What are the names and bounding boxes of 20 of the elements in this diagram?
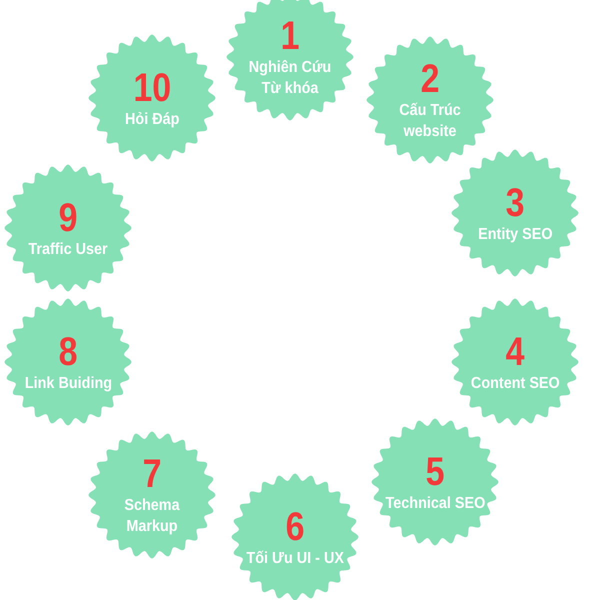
step-label: Hỏi Đáp (124, 110, 180, 130)
step-label: Link Buiding (24, 374, 112, 394)
step-number: 2 (420, 58, 440, 100)
step-number: 7 (142, 453, 162, 495)
step-number: 4 (506, 330, 524, 372)
step-number: 10 (133, 66, 171, 108)
step-number: 6 (286, 506, 304, 548)
step-label: Schema Markup (123, 496, 181, 537)
step-label: Entity SEO (478, 224, 552, 244)
step-label: Content SEO (470, 374, 560, 394)
step-label: Traffic User (28, 240, 108, 260)
step-number: 1 (280, 15, 300, 57)
step-number: 8 (58, 330, 78, 372)
step-number: 9 (58, 196, 78, 238)
step-label: Tối Ưu UI - UX (246, 548, 344, 568)
step-label: Cấu Trúc website (398, 101, 462, 142)
step-number: 3 (506, 182, 524, 224)
step-number: 5 (426, 450, 444, 492)
step-label: Nghiên Cứu Từ khóa (248, 58, 332, 99)
step-label: Technical SEO (385, 494, 485, 514)
